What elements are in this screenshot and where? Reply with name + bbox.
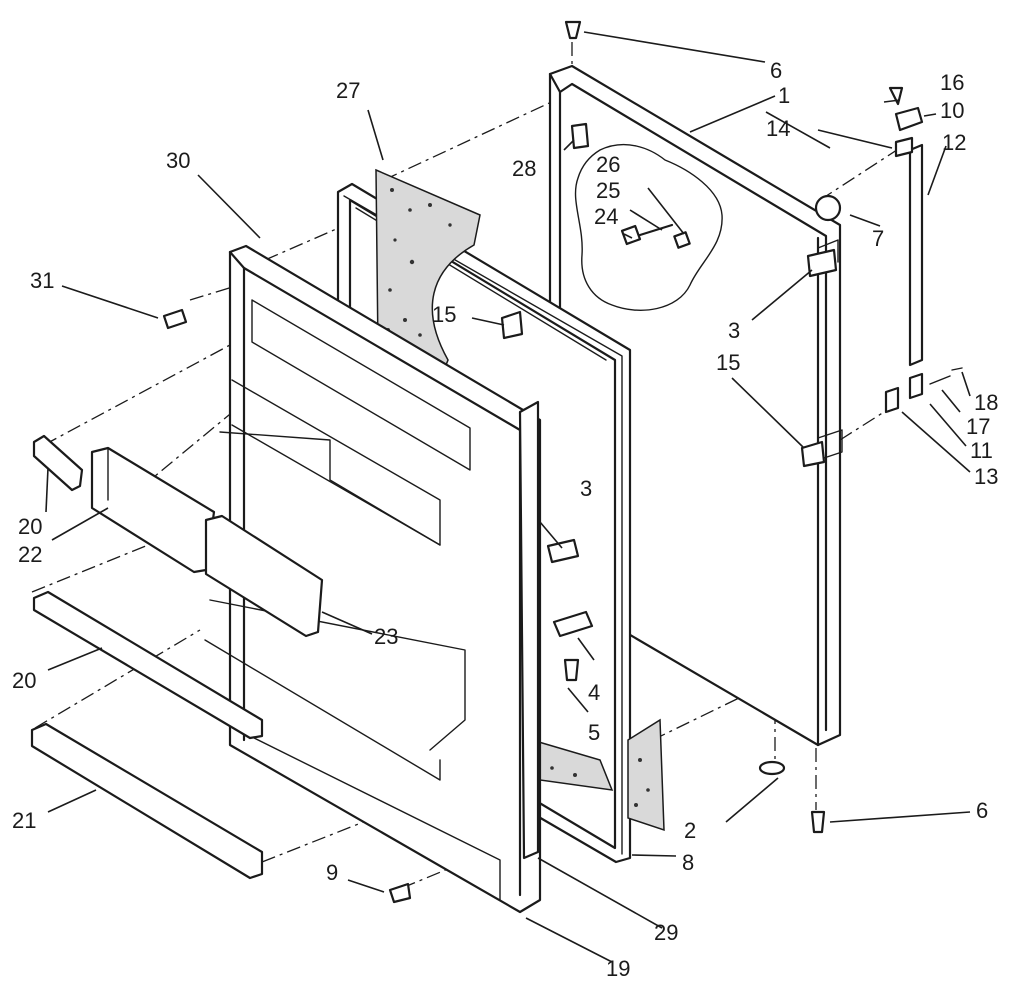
callout-4: 4 xyxy=(588,680,600,705)
door-trim-strip xyxy=(518,400,540,860)
callout-7: 7 xyxy=(872,226,884,251)
callout-25: 25 xyxy=(596,178,620,203)
callout-2: 2 xyxy=(684,818,696,843)
callout-9: 9 xyxy=(326,860,338,885)
bin-front-22 xyxy=(90,446,216,574)
hinge-strip xyxy=(908,143,924,367)
callout-19: 19 xyxy=(606,956,630,981)
shelf-bar-lower xyxy=(32,590,264,740)
callout-8: 8 xyxy=(682,850,694,875)
callout-5: 5 xyxy=(588,720,600,745)
insulation-panel-top xyxy=(375,168,481,382)
cutaway-view xyxy=(574,143,723,311)
callout-13: 13 xyxy=(974,464,998,489)
callout-22: 22 xyxy=(18,542,42,567)
hinge-hardware xyxy=(814,86,963,414)
callout-17: 17 xyxy=(966,414,990,439)
shelf-bar-upper xyxy=(32,434,84,492)
callout-3-center: 3 xyxy=(580,476,592,501)
callout-21: 21 xyxy=(12,808,36,833)
callout-26: 26 xyxy=(596,152,620,177)
callout-15-left: 15 xyxy=(432,302,456,327)
callout-27: 27 xyxy=(336,78,360,103)
leader-lines xyxy=(45,31,971,963)
callout-12: 12 xyxy=(942,130,966,155)
bin-front-23 xyxy=(204,514,324,638)
callout-3-right: 3 xyxy=(728,318,740,343)
callout-14: 14 xyxy=(766,116,790,141)
callout-6-top: 6 xyxy=(770,58,782,83)
callout-24: 24 xyxy=(594,204,618,229)
callout-28: 28 xyxy=(512,156,536,181)
callout-23: 23 xyxy=(374,624,398,649)
callout-1: 1 xyxy=(778,83,790,108)
callout-30: 30 xyxy=(166,148,190,173)
callout-20-upper: 20 xyxy=(18,514,42,539)
callout-15-right: 15 xyxy=(716,350,740,375)
callout-18: 18 xyxy=(974,390,998,415)
callout-10: 10 xyxy=(940,98,964,123)
callout-labels: 6 1 16 10 14 12 7 3 15 18 17 11 13 26 25… xyxy=(12,58,998,981)
callout-16: 16 xyxy=(940,70,964,95)
shelf-bar-bottom-21 xyxy=(30,722,264,880)
fasteners xyxy=(162,20,838,904)
callout-31: 31 xyxy=(30,268,54,293)
callout-29: 29 xyxy=(654,920,678,945)
callout-11: 11 xyxy=(970,438,993,463)
callout-6-bottom: 6 xyxy=(976,798,988,823)
callout-20-lower: 20 xyxy=(12,668,36,693)
